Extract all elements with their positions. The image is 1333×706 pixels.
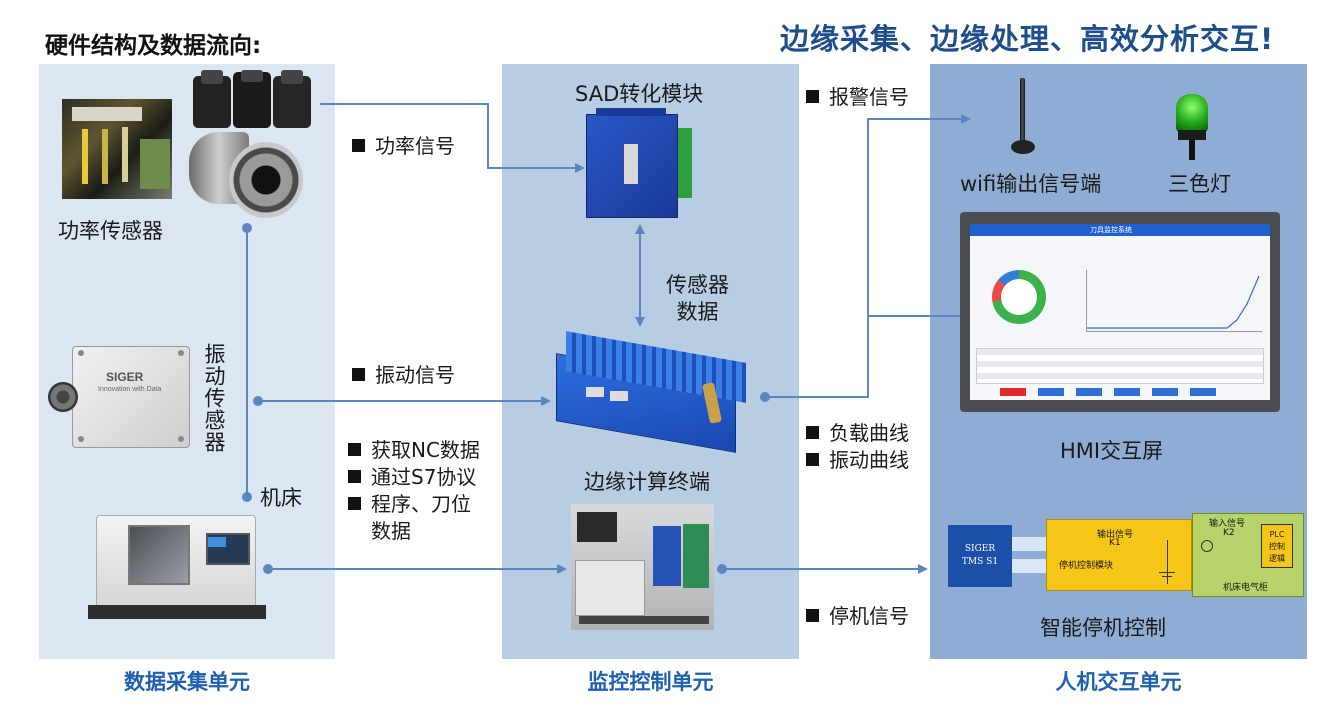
hmi-screen: 刀具监控系统	[960, 212, 1280, 412]
spindle-image	[183, 128, 308, 228]
wifi-label: wifi输出信号端	[960, 172, 1102, 196]
wifi-antenna-icon	[1008, 78, 1038, 160]
bus-node-top	[242, 223, 252, 233]
machine-node	[263, 564, 273, 574]
wiring-photo	[62, 99, 172, 199]
vibration-sensor-image: SIGER Innovation with Data	[48, 342, 192, 450]
edge-node	[760, 392, 770, 402]
stop-module-label: 停机控制模块	[1059, 561, 1114, 571]
mid-panel-footer: 监控控制单元	[587, 670, 714, 694]
page-title: 硬件结构及数据流向:	[45, 33, 262, 59]
stop-signal-label: 停机信号	[806, 600, 909, 629]
machine-cabinet-box: 输入信号 K2 PLC 控制 逻辑 机床电气柜	[1192, 513, 1304, 597]
siger-tms-box: SIGER TMS S1	[948, 525, 1012, 587]
alarm-signal-line	[867, 114, 971, 316]
siger-logo: SIGER	[106, 370, 144, 384]
stop-control-module: 输出信号 K1 停机控制模块	[1046, 519, 1192, 591]
siger-tagline: Innovation with Data	[98, 386, 162, 393]
control-cabinet-image	[571, 504, 714, 630]
power-signal-label: 功率信号	[352, 130, 455, 159]
cnc-machine-image	[88, 497, 268, 625]
load-curve-line	[765, 311, 971, 398]
sensor-data-label: 传感器 数据	[666, 273, 729, 324]
power-sensor-label: 功率传感器	[58, 219, 163, 243]
vibration-signal-label: 振动信号	[352, 359, 455, 388]
edge-terminal-label: 边缘计算终端	[584, 470, 710, 494]
slogan: 边缘采集、边缘处理、高效分析交互!	[780, 22, 1275, 56]
sad-module-label: SAD转化模块	[575, 82, 704, 106]
vibration-sensor-label: 振动传感器	[202, 343, 226, 453]
plc-logic-box: PLC 控制 逻辑	[1261, 524, 1293, 568]
hmi-donut-chart	[992, 270, 1046, 324]
nc-data-label: 获取NC数据 通过S7协议 程序、刀位 数据	[348, 437, 480, 545]
hmi-table	[976, 348, 1264, 384]
hmi-button-bar	[1000, 388, 1250, 396]
connector-bars	[1012, 537, 1046, 575]
tri-light-label: 三色灯	[1168, 172, 1231, 196]
plc-node	[717, 564, 727, 574]
tri-color-light-icon	[1172, 94, 1212, 164]
bus-node-vibration	[253, 396, 263, 406]
right-panel-footer: 人机交互单元	[1055, 670, 1182, 694]
bus-node-machine	[242, 492, 252, 502]
power-signal-line	[320, 103, 585, 173]
hmi-line-chart	[1086, 270, 1262, 332]
smart-stop-label: 智能停机控制	[1040, 616, 1166, 640]
edge-terminal-image	[556, 331, 764, 453]
machine-label: 机床	[260, 486, 302, 510]
alarm-signal-label: 报警信号	[806, 81, 909, 110]
hmi-title: 刀具监控系统	[1090, 226, 1132, 234]
left-panel-footer: 数据采集单元	[124, 670, 250, 694]
hmi-label: HMI交互屏	[1060, 439, 1164, 463]
curve-labels: 负载曲线 振动曲线	[806, 420, 909, 474]
current-clamps-image	[193, 70, 315, 132]
sad-module-image	[586, 108, 696, 222]
hmi-display: 刀具监控系统	[970, 224, 1270, 400]
